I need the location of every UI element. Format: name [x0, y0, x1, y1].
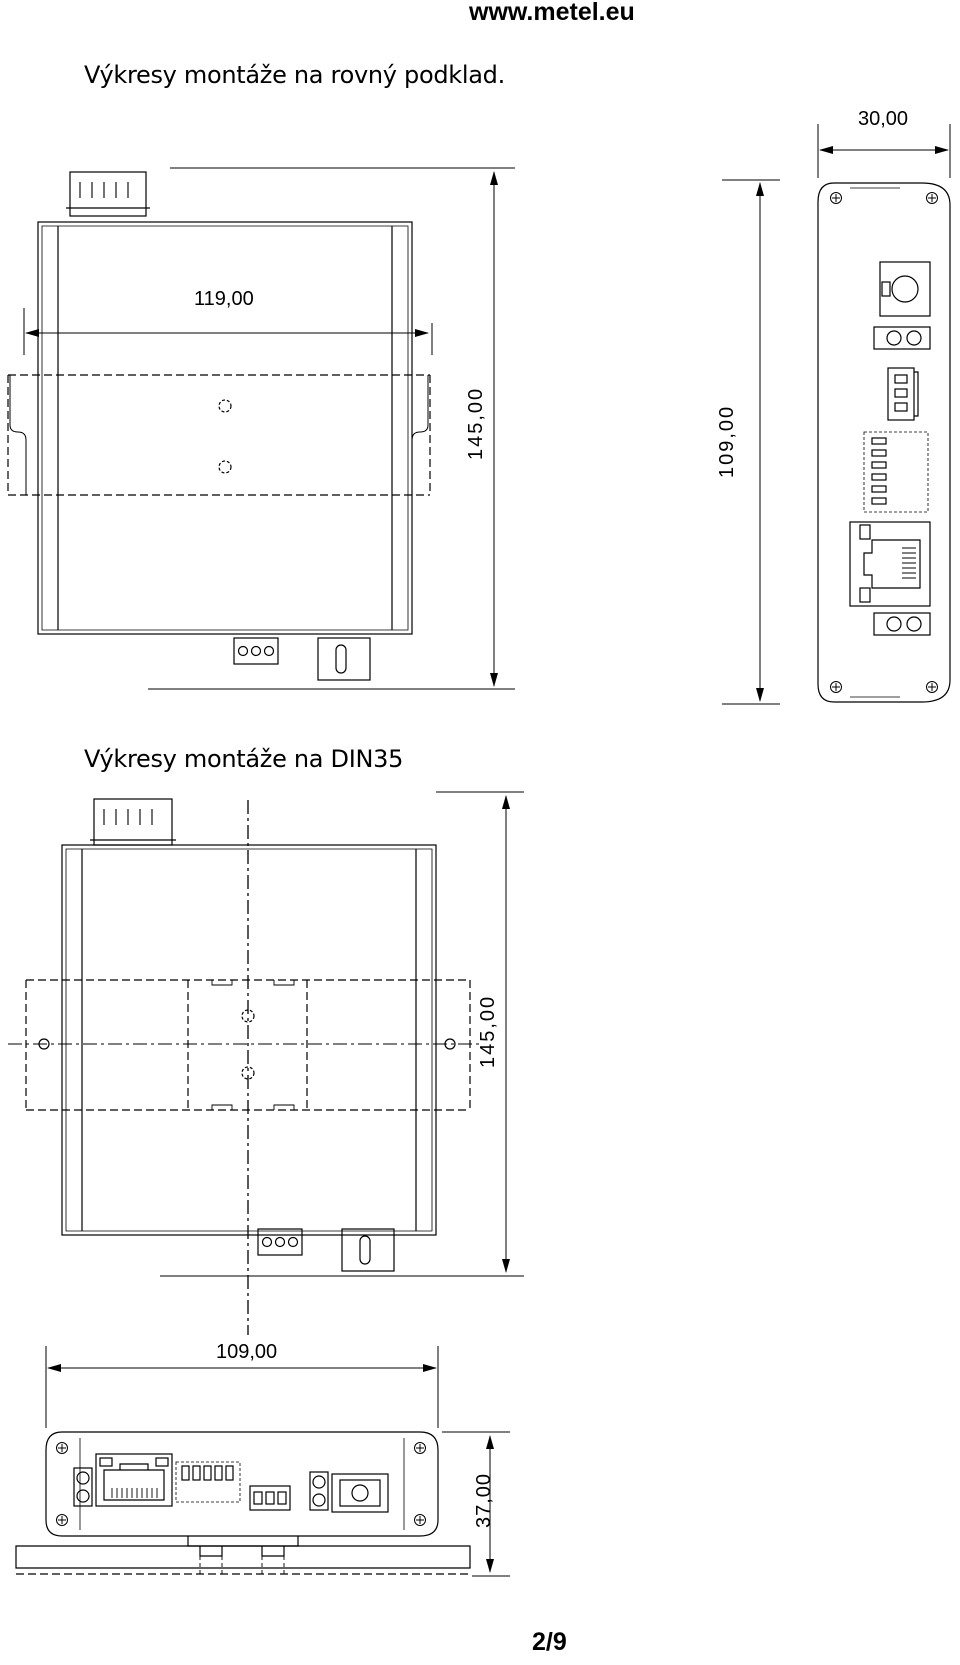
side-view-dimension-lines	[722, 124, 951, 705]
front-height-label: 37,00	[473, 1473, 495, 1528]
din35-top-view	[8, 798, 480, 1335]
din35-dimension-lines	[160, 791, 524, 1277]
dimension-height-label: 145,00	[465, 387, 487, 460]
front-width-label: 109,00	[216, 1341, 277, 1363]
din35-height-label: 145,00	[477, 995, 499, 1068]
side-height-label: 109,00	[716, 405, 738, 478]
flat-mount-side-view	[817, 182, 951, 703]
website-url: www.metel.eu	[469, 0, 635, 26]
flat-mount-dimension-lines	[23, 167, 515, 690]
dimension-width-label: 119,00	[194, 288, 254, 310]
section-title-flat-mount: Výkresy montáže na rovný podklad.	[84, 61, 505, 89]
section-title-din35-mount: Výkresy montáže na DIN35	[84, 745, 404, 773]
flat-mount-top-view	[7, 171, 431, 681]
din35-front-view	[15, 1431, 471, 1576]
front-view-dimension-lines	[45, 1346, 510, 1577]
page-number: 2/9	[532, 1628, 567, 1656]
side-width-label: 30,00	[858, 108, 908, 130]
